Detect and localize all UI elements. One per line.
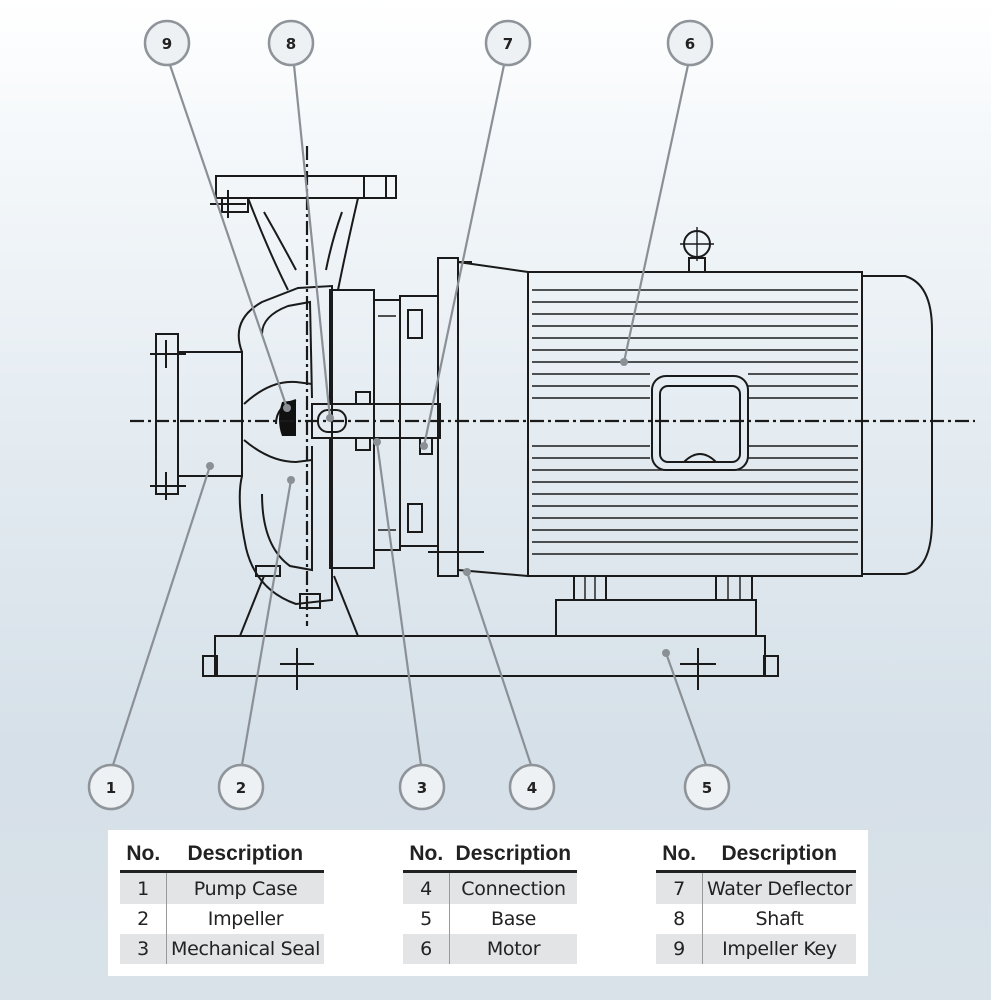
legend-header-no: No.: [655, 840, 703, 874]
legend-row-no: 5: [403, 903, 451, 934]
legend-row-description: Water Deflector: [702, 871, 856, 904]
legend-row: 3 Mechanical Seal: [120, 933, 325, 964]
seal-housing: [329, 289, 401, 569]
legend-row-description: Mechanical Seal: [166, 933, 325, 964]
legend-row: 9 Impeller Key: [655, 933, 856, 964]
legend-row: 5 Base: [403, 903, 577, 934]
callout-1-label: 1: [106, 779, 116, 797]
callout-5-label: 5: [702, 779, 712, 797]
legend-row: 1 Pump Case: [120, 871, 325, 904]
callout-7: 7: [484, 19, 532, 67]
legend-row-no: 6: [403, 933, 451, 964]
callout-1: 1: [87, 763, 135, 811]
callout-5: 5: [683, 763, 731, 811]
legend-header-no: No.: [120, 840, 167, 874]
legend-table-3: No. Description 7 Water Deflector 8 Shaf…: [655, 840, 856, 964]
legend-header-description: Description: [166, 840, 325, 874]
callout-2: 2: [217, 763, 265, 811]
legend-row: 8 Shaft: [655, 903, 856, 934]
callout-4: 4: [508, 763, 556, 811]
callout-6: 6: [666, 19, 714, 67]
connection-bracket: [399, 257, 529, 578]
legend-row-no: 8: [655, 903, 703, 934]
callout-8: 8: [267, 19, 315, 67]
legend-header-no: No.: [403, 840, 450, 874]
legend-table-2: No. Description 4 Connection 5 Base 6 Mo…: [403, 840, 578, 964]
callout-3-label: 3: [417, 779, 427, 797]
legend-row-description: Motor: [449, 933, 578, 964]
callout-6-label: 6: [685, 35, 695, 53]
motor-cooling-fins: [532, 289, 858, 555]
legend-row: 7 Water Deflector: [655, 871, 856, 904]
legend-row-description: Shaft: [755, 907, 804, 930]
legend-table-1: No. Description 1 Pump Case 2 Impeller 3…: [120, 840, 325, 964]
legend-row: 2 Impeller: [120, 903, 324, 934]
parts-legend: No. Description 1 Pump Case 2 Impeller 3…: [108, 830, 868, 976]
legend-row: 4 Connection: [403, 871, 578, 904]
motor: [527, 227, 933, 637]
legend-row-no: 1: [120, 871, 167, 904]
legend-row-description: Impeller: [207, 907, 284, 930]
leader-lines: [111, 64, 708, 766]
callout-4-label: 4: [527, 779, 537, 797]
legend-row-no: 9: [655, 933, 703, 964]
pump-cross-section-diagram: 9 8 7 6 1 2 3 4 5: [87, 19, 975, 811]
callout-3: 3: [398, 763, 446, 811]
legend-header-description: Description: [702, 840, 856, 874]
callout-9: 9: [143, 19, 191, 67]
legend-row-description: Base: [491, 907, 537, 930]
legend-row-no: 7: [655, 871, 703, 904]
legend-row-description: Pump Case: [166, 871, 325, 904]
callout-8-label: 8: [286, 35, 296, 53]
legend-row-no: 2: [120, 903, 167, 934]
base-frame: [202, 635, 779, 690]
legend-header-description: Description: [449, 840, 578, 874]
legend-row-no: 3: [120, 933, 167, 964]
callout-2-label: 2: [236, 779, 246, 797]
legend-row-no: 4: [403, 871, 451, 904]
callout-9-label: 9: [162, 35, 172, 53]
legend-row: 6 Motor: [403, 933, 578, 964]
legend-row-description: Impeller Key: [702, 933, 856, 964]
legend-row-description: Connection: [449, 871, 578, 904]
callout-7-label: 7: [503, 35, 513, 53]
